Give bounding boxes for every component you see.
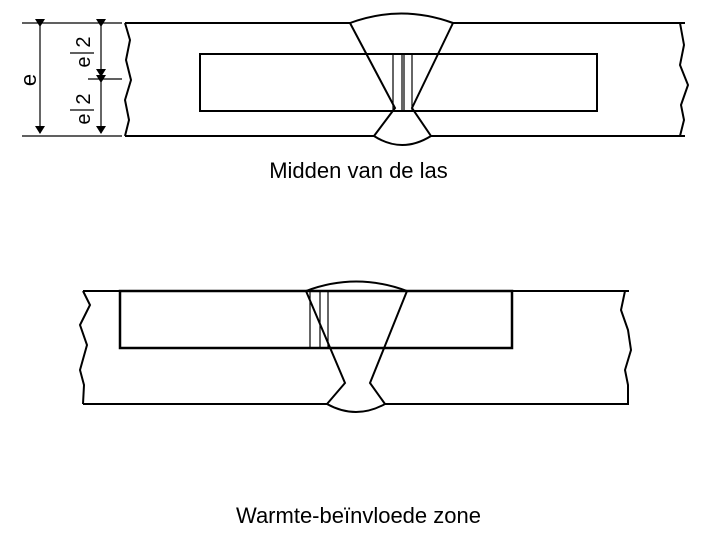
bottom-specimen-rect — [118, 289, 514, 350]
thickness-dimensions: e e 2 e 2 — [16, 19, 122, 137]
bottom-weld — [305, 280, 408, 413]
dim-half-lower-den: 2 — [73, 93, 95, 104]
top-figure-caption: Midden van de las — [269, 158, 448, 183]
top-plate — [123, 22, 690, 137]
dim-half-upper-den: 2 — [73, 36, 95, 47]
top-specimen-rect — [199, 53, 598, 112]
top-weld — [349, 12, 454, 146]
dim-e-label: e — [16, 74, 41, 86]
dim-half-lower-num: e — [73, 113, 95, 124]
bottom-figure-caption: Warmte-beïnvloede zone — [236, 503, 481, 528]
dim-half-upper-num: e — [73, 56, 95, 67]
